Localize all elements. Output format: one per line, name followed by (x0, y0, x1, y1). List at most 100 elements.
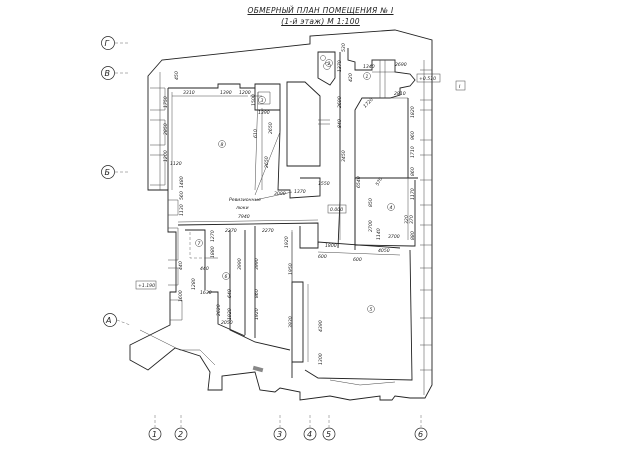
elevation-top-right: +0.510 (416, 73, 441, 83)
svg-text:8: 8 (221, 142, 224, 148)
dimension-labels: 3310 1390 1200 450 1750 2850 1200 1120 1… (163, 43, 416, 365)
axis-label: А (105, 316, 111, 325)
dim-label: 2690 (337, 96, 343, 108)
room-numbers: 1 2 3 4 5 6 7 8 (195, 59, 395, 313)
room-5: 5 (367, 305, 375, 313)
dim-label: 3990 (254, 258, 260, 270)
dim-label: 1820 (410, 106, 416, 118)
dim-label: 530 (341, 43, 347, 52)
dim-label: 2850 (163, 123, 169, 135)
dim-label: 840 (337, 119, 343, 128)
dim-label: 960 (410, 131, 416, 140)
svg-text:5: 5 (370, 307, 373, 313)
dim-label: 1710 (410, 146, 416, 158)
axis-label: Г (105, 39, 110, 48)
axis-row-v: В (101, 66, 130, 80)
dim-label: 860 (254, 289, 260, 298)
svg-text:3: 3 (261, 98, 264, 104)
dim-label: 3450 (341, 150, 347, 162)
dim-label: 440 (178, 261, 184, 270)
dimension-lines (171, 60, 409, 362)
dim-label: 570 (375, 176, 385, 187)
svg-text:4: 4 (390, 205, 393, 211)
svg-text:2: 2 (328, 61, 331, 67)
room-4: 4 (387, 203, 395, 211)
dim-label: 1280 (191, 278, 197, 290)
axis-row-g: Г (101, 36, 130, 50)
dim-label: 4050 (378, 248, 390, 254)
dim-label: 1920 (227, 308, 233, 320)
dim-label: 560 (179, 191, 185, 200)
dim-label: 860 (410, 167, 416, 176)
axis-row-b: Б (101, 165, 130, 179)
dim-label: 1720 (362, 97, 375, 110)
dim-label: 2650 (268, 122, 274, 134)
axis-col-1: 1 (148, 415, 162, 441)
dim-label: 2050 (221, 320, 233, 326)
dim-label: 1300 (318, 353, 324, 365)
axis-label: Б (105, 168, 111, 177)
dim-label: 450 (174, 71, 180, 80)
svg-text:1: 1 (366, 74, 369, 80)
dim-label: 1950 (288, 263, 294, 275)
dim-label: 2650 (264, 156, 270, 168)
svg-text:+0.510: +0.510 (419, 76, 436, 82)
outer-walls (129, 29, 433, 401)
dim-label: 1920 (254, 308, 260, 320)
dim-label: 610 (253, 129, 259, 138)
svg-text:+1.190: +1.190 (138, 283, 155, 289)
axis-label: 1 (152, 430, 157, 439)
dim-label: 2270 (225, 228, 237, 234)
dim-label: 1370 (294, 189, 306, 195)
hatch-leaders (254, 91, 293, 201)
dim-label: 2810 (394, 91, 406, 97)
dim-label: 600 (318, 254, 327, 260)
dim-label: 1390 (220, 90, 232, 96)
dim-label: 1120 (170, 161, 182, 167)
dim-label: 2700 (368, 220, 374, 232)
dim-label: 1800 (325, 243, 337, 249)
room-8: 8 (218, 140, 226, 148)
dim-label: 1200 (239, 90, 251, 96)
room-1: 1 (363, 72, 371, 80)
plan-title: ОБМЕРНЫЙ ПЛАН ПОМЕЩЕНИЯ № I (247, 6, 394, 15)
dim-label: 370 (409, 215, 415, 224)
axis-label: 2 (178, 430, 183, 439)
svg-text:I: I (459, 84, 461, 90)
dim-label: 1630 (200, 290, 212, 296)
room-6: 6 (222, 272, 230, 280)
dim-label: 7940 (238, 214, 250, 220)
elevation-center: 0.000 (327, 204, 347, 214)
svg-text:6: 6 (225, 274, 228, 280)
dim-label: 1600 (178, 290, 184, 302)
axis-col-2: 2 (174, 415, 188, 441)
dim-label: 6540 (356, 176, 362, 188)
dim-label: 1480 (179, 176, 185, 188)
dim-label: 1170 (410, 188, 416, 200)
stair-hatch (252, 365, 264, 373)
annotation-line1: Ревизионные (229, 197, 261, 203)
axis-col-4: 4 (303, 415, 317, 441)
dim-label: 1500 (251, 94, 257, 106)
room-3: 3 (258, 96, 266, 104)
elevation-left: +1.190 (135, 280, 157, 290)
dim-label: 420 (348, 73, 354, 82)
dim-label: 4390 (318, 320, 324, 332)
dim-label: 850 (368, 198, 374, 207)
plan-subtitle: (1-й этаж) М 1:100 (281, 17, 360, 26)
dim-label: 440 (200, 266, 209, 272)
dim-label: 3930 (288, 316, 294, 328)
dim-label: 320 (404, 215, 410, 224)
dim-label: 640 (227, 289, 233, 298)
axis-label: 4 (307, 430, 312, 439)
dim-label: 2620 (216, 304, 222, 316)
dim-label: 3700 (388, 234, 400, 240)
axis-label: В (105, 69, 111, 78)
dim-label: 3310 (183, 90, 195, 96)
annotation-line2: люки (235, 206, 249, 211)
svg-text:0.000: 0.000 (330, 207, 343, 213)
room-7: 7 (195, 239, 203, 247)
axis-col-6: 6 (414, 415, 428, 441)
dim-label: 1140 (376, 228, 382, 240)
